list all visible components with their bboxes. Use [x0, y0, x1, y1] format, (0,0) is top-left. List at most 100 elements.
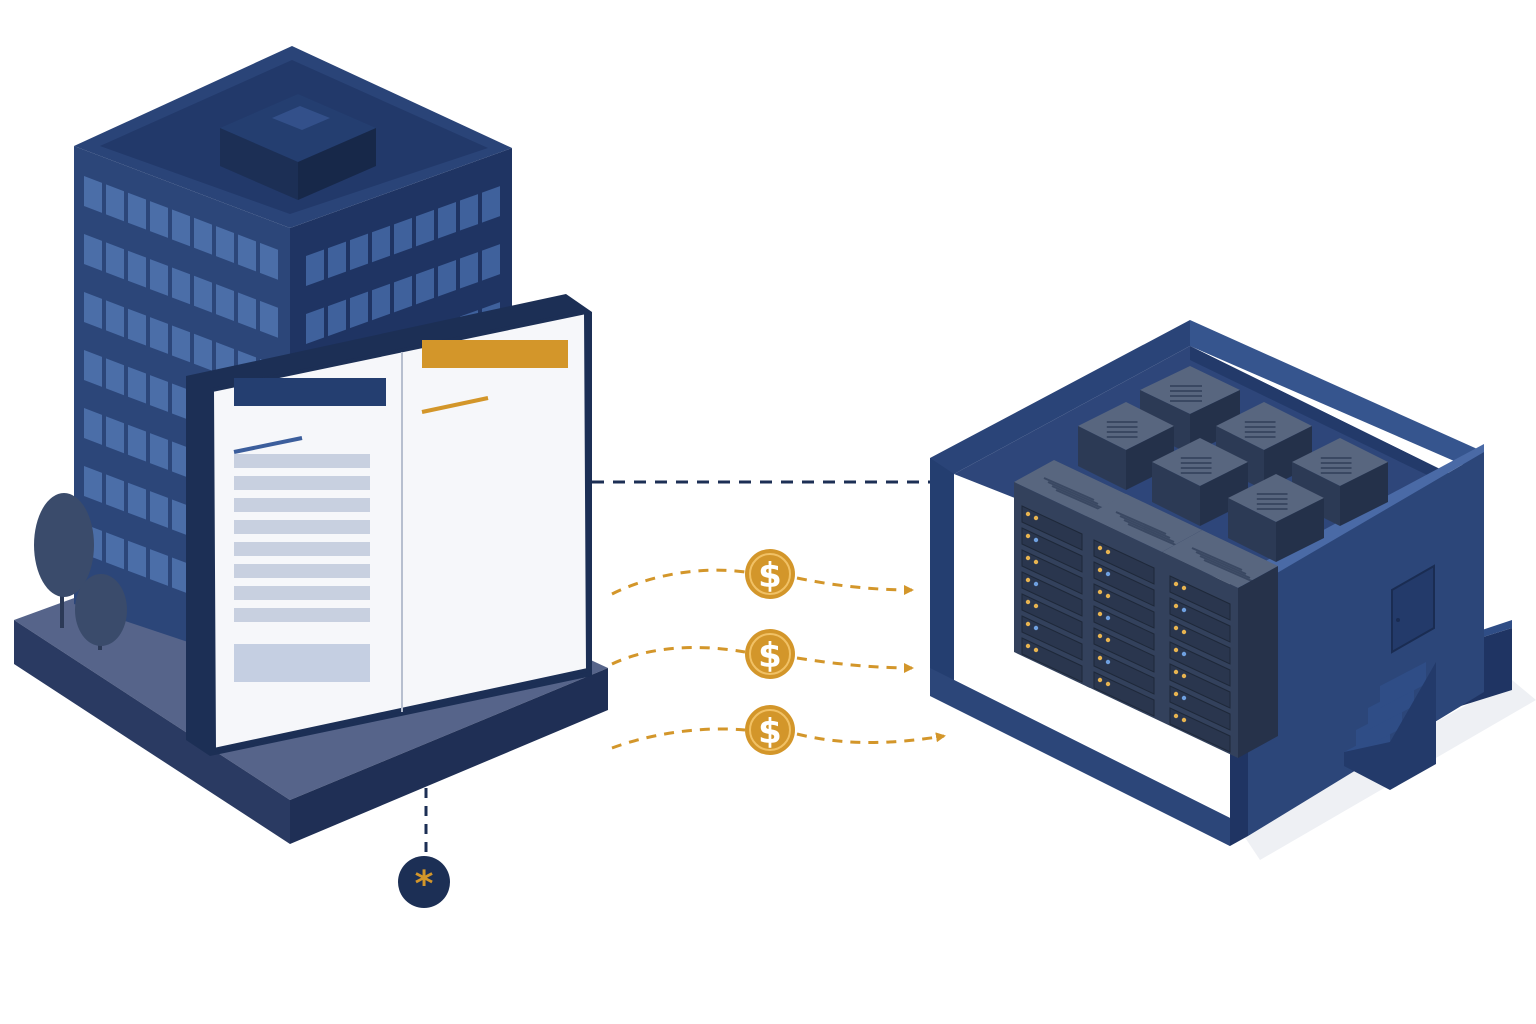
window-pane: [172, 557, 190, 595]
window-pane: [128, 482, 146, 520]
status-led: [1181, 717, 1187, 723]
status-led: [1173, 581, 1179, 587]
window-pane: [150, 317, 168, 354]
window-pane: [260, 300, 278, 338]
window-pane: [150, 259, 168, 296]
status-led: [1105, 659, 1111, 665]
status-led: [1181, 585, 1187, 591]
payment-flows: $ $ $: [611, 549, 946, 755]
window-pane: [84, 466, 102, 503]
status-led: [1025, 555, 1031, 561]
window-pane: [482, 244, 500, 281]
window-pane: [150, 549, 168, 586]
window-pane: [84, 408, 102, 445]
document-text-line: [234, 476, 370, 490]
status-led: [1033, 647, 1039, 653]
window-pane: [106, 532, 124, 570]
status-led: [1097, 567, 1103, 573]
window-pane: [106, 242, 124, 280]
window-pane: [394, 275, 412, 313]
window-pane: [306, 249, 324, 286]
datacenter-door: [1391, 564, 1435, 654]
datacenter-stairs: [1344, 662, 1436, 790]
window-pane: [106, 474, 124, 512]
building-rooftop-unit: [220, 94, 376, 200]
status-led: [1173, 603, 1179, 609]
document-text-line: [234, 586, 370, 600]
window-pane: [350, 291, 368, 329]
window-pane: [128, 540, 146, 578]
flow-path-3-in: [611, 727, 746, 750]
window-pane: [482, 186, 500, 223]
status-led: [1181, 673, 1187, 679]
status-led: [1033, 537, 1039, 543]
window-pane: [172, 209, 190, 247]
window-pane: [216, 226, 234, 263]
window-pane: [194, 217, 212, 255]
status-led: [1033, 559, 1039, 565]
datacenter-icon: [930, 320, 1536, 860]
status-led: [1181, 695, 1187, 701]
window-pane: [216, 284, 234, 321]
window-pane: [238, 234, 256, 272]
document-text-line: [234, 454, 370, 468]
status-led: [1097, 589, 1103, 595]
server-rack-top: [1014, 460, 1130, 518]
node-symbol: *: [415, 864, 434, 905]
window-pane: [394, 217, 412, 255]
window-pane: [460, 194, 478, 231]
window-pane: [150, 491, 168, 528]
document-text-line: [234, 564, 370, 578]
window-pane: [194, 275, 212, 313]
window-pane: [172, 441, 190, 479]
status-led: [1025, 621, 1031, 627]
status-led: [1105, 681, 1111, 687]
coin-symbol: $: [758, 556, 782, 596]
window-pane: [128, 424, 146, 462]
status-led: [1025, 643, 1031, 649]
flow-arrow-1: [796, 576, 914, 595]
window-pane: [106, 358, 124, 396]
status-led: [1097, 677, 1103, 683]
dollar-coin-icon: $: [745, 549, 795, 599]
document-panel-icon: [186, 294, 592, 756]
window-pane: [460, 252, 478, 289]
tree-icon: [34, 493, 127, 650]
document-text-line: [234, 520, 370, 534]
status-led: [1181, 629, 1187, 635]
window-pane: [328, 241, 346, 279]
server-rack-top: [1162, 530, 1278, 588]
flow-path-2-in: [611, 646, 746, 666]
window-pane: [172, 325, 190, 363]
flow-arrow-2: [796, 656, 914, 673]
window-pane: [128, 308, 146, 346]
status-led: [1105, 593, 1111, 599]
window-pane: [416, 267, 434, 305]
server-rack-top: [1086, 494, 1202, 552]
status-led: [1105, 615, 1111, 621]
asterisk-node-icon: *: [398, 788, 450, 908]
dollar-coin-icon: $: [745, 705, 795, 755]
document-text-line: [234, 608, 370, 622]
status-led: [1033, 515, 1039, 521]
status-led: [1173, 647, 1179, 653]
window-pane: [172, 383, 190, 421]
window-pane: [172, 267, 190, 305]
status-led: [1181, 607, 1187, 613]
window-pane: [128, 366, 146, 404]
window-pane: [84, 350, 102, 387]
document-text-line: [234, 498, 370, 512]
status-led: [1105, 549, 1111, 555]
status-led: [1097, 633, 1103, 639]
window-pane: [106, 300, 124, 338]
document-left-column: [233, 378, 386, 682]
window-pane: [306, 307, 324, 344]
status-led: [1033, 625, 1039, 631]
window-pane: [150, 201, 168, 238]
status-led: [1173, 691, 1179, 697]
status-led: [1097, 611, 1103, 617]
document-text-line: [234, 542, 370, 556]
status-led: [1173, 713, 1179, 719]
coin-symbol: $: [758, 636, 782, 676]
window-pane: [372, 225, 390, 263]
